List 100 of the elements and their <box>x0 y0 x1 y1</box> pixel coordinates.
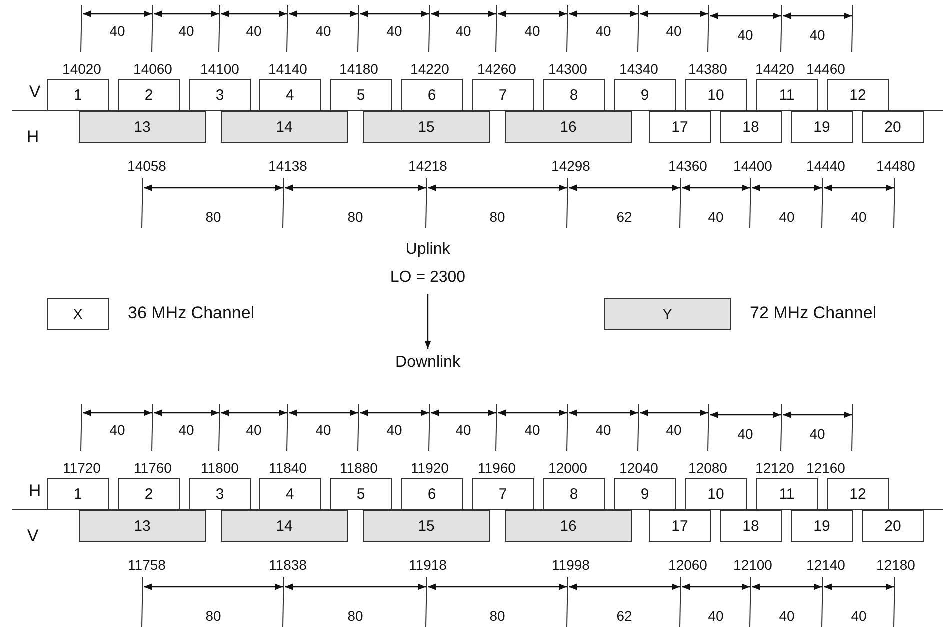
polarization-label: V <box>29 84 41 100</box>
channel-box: 4 <box>259 79 321 111</box>
dimension-value: 40 <box>456 423 472 437</box>
frequency-label: 11838 <box>269 558 307 572</box>
frequency-label: 12140 <box>806 558 846 572</box>
frequency-label: 14260 <box>478 62 516 76</box>
dimension-value: 80 <box>490 609 506 623</box>
dimension-value: 40 <box>708 609 724 623</box>
link-label: Downlink <box>378 350 478 376</box>
channel-box: 14 <box>221 510 348 542</box>
channel-box: 3 <box>189 478 251 510</box>
channel-box: 16 <box>505 111 632 143</box>
frequency-label: 14220 <box>410 62 450 76</box>
channel-caption: 36 MHz Channel <box>128 304 255 322</box>
dimension-value: 40 <box>596 24 612 38</box>
dimension-value: 40 <box>110 24 126 38</box>
channel-box: 12 <box>827 478 889 510</box>
channel-box: 20 <box>862 510 924 542</box>
frequency-label: 11920 <box>411 461 449 475</box>
frequency-label: 12060 <box>668 558 708 572</box>
dimension-value: 40 <box>178 24 194 38</box>
frequency-label: 11840 <box>269 461 307 475</box>
channel-box: 7 <box>472 478 534 510</box>
channel-box: 10 <box>685 478 747 510</box>
frequency-label: 14060 <box>134 62 172 76</box>
channel-box: 20 <box>862 111 924 143</box>
frequency-label: 14460 <box>806 62 846 76</box>
frequency-label: 12000 <box>548 461 588 475</box>
polarization-label: H <box>26 128 40 146</box>
dimension-value: 40 <box>596 423 612 437</box>
frequency-label: 14020 <box>62 62 102 76</box>
dimension-value: 80 <box>348 609 364 623</box>
dimension-value: 40 <box>810 28 826 42</box>
channel-box: 7 <box>472 79 534 111</box>
channel-box: 18 <box>720 510 782 542</box>
frequency-label: 14140 <box>268 62 308 76</box>
dimension-value: 80 <box>490 210 506 224</box>
frequency-label: 12180 <box>876 558 916 572</box>
frequency-label: 11998 <box>552 558 590 572</box>
dimension-value: 40 <box>779 210 795 224</box>
frequency-label: 14420 <box>756 62 794 76</box>
channel-box: 13 <box>79 111 206 143</box>
frequency-label: 14138 <box>268 159 308 173</box>
channel-box: 15 <box>363 111 490 143</box>
dimension-value: 62 <box>616 609 632 623</box>
channel-box: 19 <box>791 510 853 542</box>
channel-box: Y <box>604 298 731 330</box>
frequency-label: 14058 <box>128 159 166 173</box>
channel-box: 9 <box>614 478 676 510</box>
channel-box: 17 <box>649 111 711 143</box>
frequency-label: 11758 <box>128 558 166 572</box>
frequency-label: 14100 <box>200 62 240 76</box>
dimension-value: 40 <box>851 609 867 623</box>
dimension-value: 40 <box>524 24 540 38</box>
channel-box: 15 <box>363 510 490 542</box>
dimension-value: 40 <box>386 24 402 38</box>
channel-box: 6 <box>401 478 463 510</box>
dimension-value: 80 <box>206 609 222 623</box>
channel-box: 16 <box>505 510 632 542</box>
frequency-label: 11800 <box>201 461 239 475</box>
channel-box: 9 <box>614 79 676 111</box>
frequency-label: 12100 <box>734 558 772 572</box>
frequency-label: 14400 <box>734 159 772 173</box>
frequency-label: 14340 <box>620 62 658 76</box>
channel-box: 4 <box>259 478 321 510</box>
frequency-label: 14180 <box>340 62 378 76</box>
dimension-value: 40 <box>456 24 472 38</box>
frequency-label: 12040 <box>620 461 658 475</box>
dimension-value: 40 <box>738 28 754 42</box>
channel-box: 3 <box>189 79 251 111</box>
frequency-label: 11880 <box>340 461 378 475</box>
channel-box: 19 <box>791 111 853 143</box>
frequency-label: 14218 <box>408 159 448 173</box>
dimension-value: 40 <box>666 423 682 437</box>
dimension-value: 40 <box>738 427 754 441</box>
dimension-value: 40 <box>386 423 402 437</box>
dimension-value: 40 <box>110 423 126 437</box>
dimension-value: 40 <box>524 423 540 437</box>
channel-box: X <box>47 298 109 330</box>
channel-box: 1 <box>47 478 109 510</box>
link-label: Uplink <box>404 240 452 260</box>
channel-box: 18 <box>720 111 782 143</box>
dimension-value: 40 <box>316 24 332 38</box>
frequency-label: 14480 <box>876 159 916 173</box>
channel-box: 12 <box>827 79 889 111</box>
dimension-value: 80 <box>348 210 364 224</box>
link-label: LO = 2300 <box>389 268 467 288</box>
frequency-label: 12080 <box>688 461 728 475</box>
arrow <box>424 294 432 349</box>
channel-box: 1 <box>47 79 109 111</box>
dimension-value: 40 <box>666 24 682 38</box>
channel-caption: 72 MHz Channel <box>750 304 877 322</box>
dimension-value: 40 <box>810 427 826 441</box>
frequency-label: 11720 <box>63 461 101 475</box>
frequency-label: 14298 <box>552 159 590 173</box>
frequency-label: 11960 <box>478 461 516 475</box>
frequency-label: 14440 <box>806 159 846 173</box>
channel-box: 8 <box>543 478 605 510</box>
polarization-label: V <box>27 528 39 544</box>
frequency-label: 11760 <box>134 461 172 475</box>
